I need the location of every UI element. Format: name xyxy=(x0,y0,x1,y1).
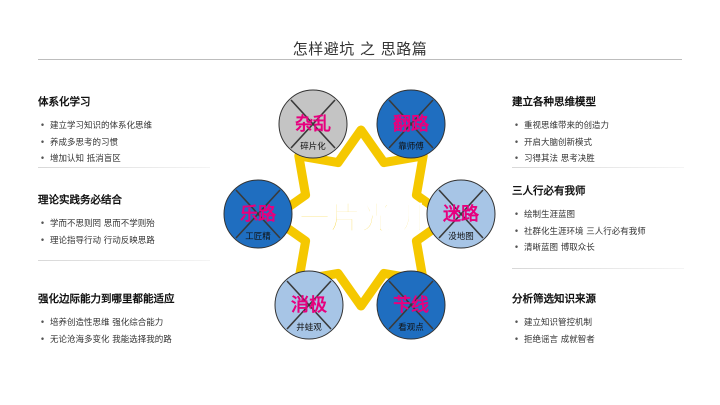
section-divider xyxy=(512,268,684,269)
section-heading: 三人行必有我师 xyxy=(512,185,586,197)
list-item: 增加认知 抵消盲区 xyxy=(38,151,210,168)
circle-top-right: 翻路 靠师傅 xyxy=(376,89,446,159)
list-item: 养成多思考的习惯 xyxy=(38,135,210,152)
circle-main-label: 迷路 xyxy=(442,203,480,225)
circle-main-label: 杂乱 xyxy=(295,114,331,135)
section-heading: 体系化学习 xyxy=(38,96,91,108)
section-divider xyxy=(38,260,210,261)
circle-sub-label: 没地图 xyxy=(448,231,474,242)
left-section-2: 理论实践务必结合 学而不思则罔 思而不学则殆 理论指导行动 行动反映思路 xyxy=(38,192,210,249)
circle-main-label: 消极 xyxy=(291,294,328,316)
right-section-1: 建立各种思维模型 重视思维带来的创造力 开启大脑创新模式 习得其法 思考决胜 xyxy=(512,94,684,168)
circle-sub-label: 工匠精 xyxy=(245,231,271,242)
list-item: 重视思维带来的创造力 xyxy=(512,118,684,135)
list-item: 绘制生涯蓝图 xyxy=(512,207,684,224)
list-item: 社群化生涯环境 三人行必有我师 xyxy=(512,224,684,241)
circle-sub-label: 看观点 xyxy=(398,322,424,333)
section-heading: 强化边际能力到哪里都能适应 xyxy=(38,293,175,305)
list-item: 培养创造性思维 强化综合能力 xyxy=(38,315,210,332)
center-label: 一片光明 xyxy=(299,201,423,237)
list-item: 拒绝谣言 成就智者 xyxy=(512,332,684,349)
circle-top-left: 杂乱 碎片化 xyxy=(278,89,348,159)
right-section-3: 分析筛选知识来源 建立知识管控机制 拒绝谣言 成就智者 xyxy=(512,291,684,348)
left-section-3: 强化边际能力到哪里都能适应 培养创造性思维 强化综合能力 无论沧海多变化 我能选… xyxy=(38,291,210,348)
list-item: 清晰蓝图 博取众长 xyxy=(512,240,684,257)
circle-mid-left: 乐路 工匠精 xyxy=(223,179,293,249)
circle-bottom-right: 苄线 看观点 xyxy=(376,270,446,340)
circle-mid-right: 迷路 没地图 xyxy=(426,179,496,249)
circle-main-label: 苄线 xyxy=(393,294,429,316)
list-item: 建立知识管控机制 xyxy=(512,315,684,332)
list-item: 学而不思则罔 思而不学则殆 xyxy=(38,216,210,233)
list-item: 开启大脑创新模式 xyxy=(512,135,684,152)
circle-sub-label: 井蛙观 xyxy=(296,322,322,333)
left-section-1: 体系化学习 建立学习知识的体系化思维 养成多思考的习惯 增加认知 抵消盲区 xyxy=(38,94,210,168)
circle-main-label: 乐路 xyxy=(240,203,277,225)
section-divider xyxy=(512,167,684,168)
section-heading: 建立各种思维模型 xyxy=(512,96,596,108)
page-title: 怎样避坑 之 思路篇 xyxy=(292,40,428,58)
circle-sub-label: 碎片化 xyxy=(300,141,326,152)
section-heading: 理论实践务必结合 xyxy=(38,194,122,206)
star-shape xyxy=(268,125,454,311)
section-heading: 分析筛选知识来源 xyxy=(512,293,596,305)
circle-main-label: 翻路 xyxy=(393,113,430,135)
circle-bottom-left: 消极 井蛙观 xyxy=(274,270,344,340)
circle-sub-label: 靠师傅 xyxy=(398,141,424,152)
list-item: 无论沧海多变化 我能选择我的路 xyxy=(38,332,210,349)
section-divider xyxy=(38,167,210,168)
list-item: 建立学习知识的体系化思维 xyxy=(38,118,210,135)
title-divider xyxy=(38,59,682,60)
right-section-2: 三人行必有我师 绘制生涯蓝图 社群化生涯环境 三人行必有我师 清晰蓝图 博取众长 xyxy=(512,183,684,257)
list-item: 理论指导行动 行动反映思路 xyxy=(38,233,210,250)
list-item: 习得其法 思考决胜 xyxy=(512,151,684,168)
